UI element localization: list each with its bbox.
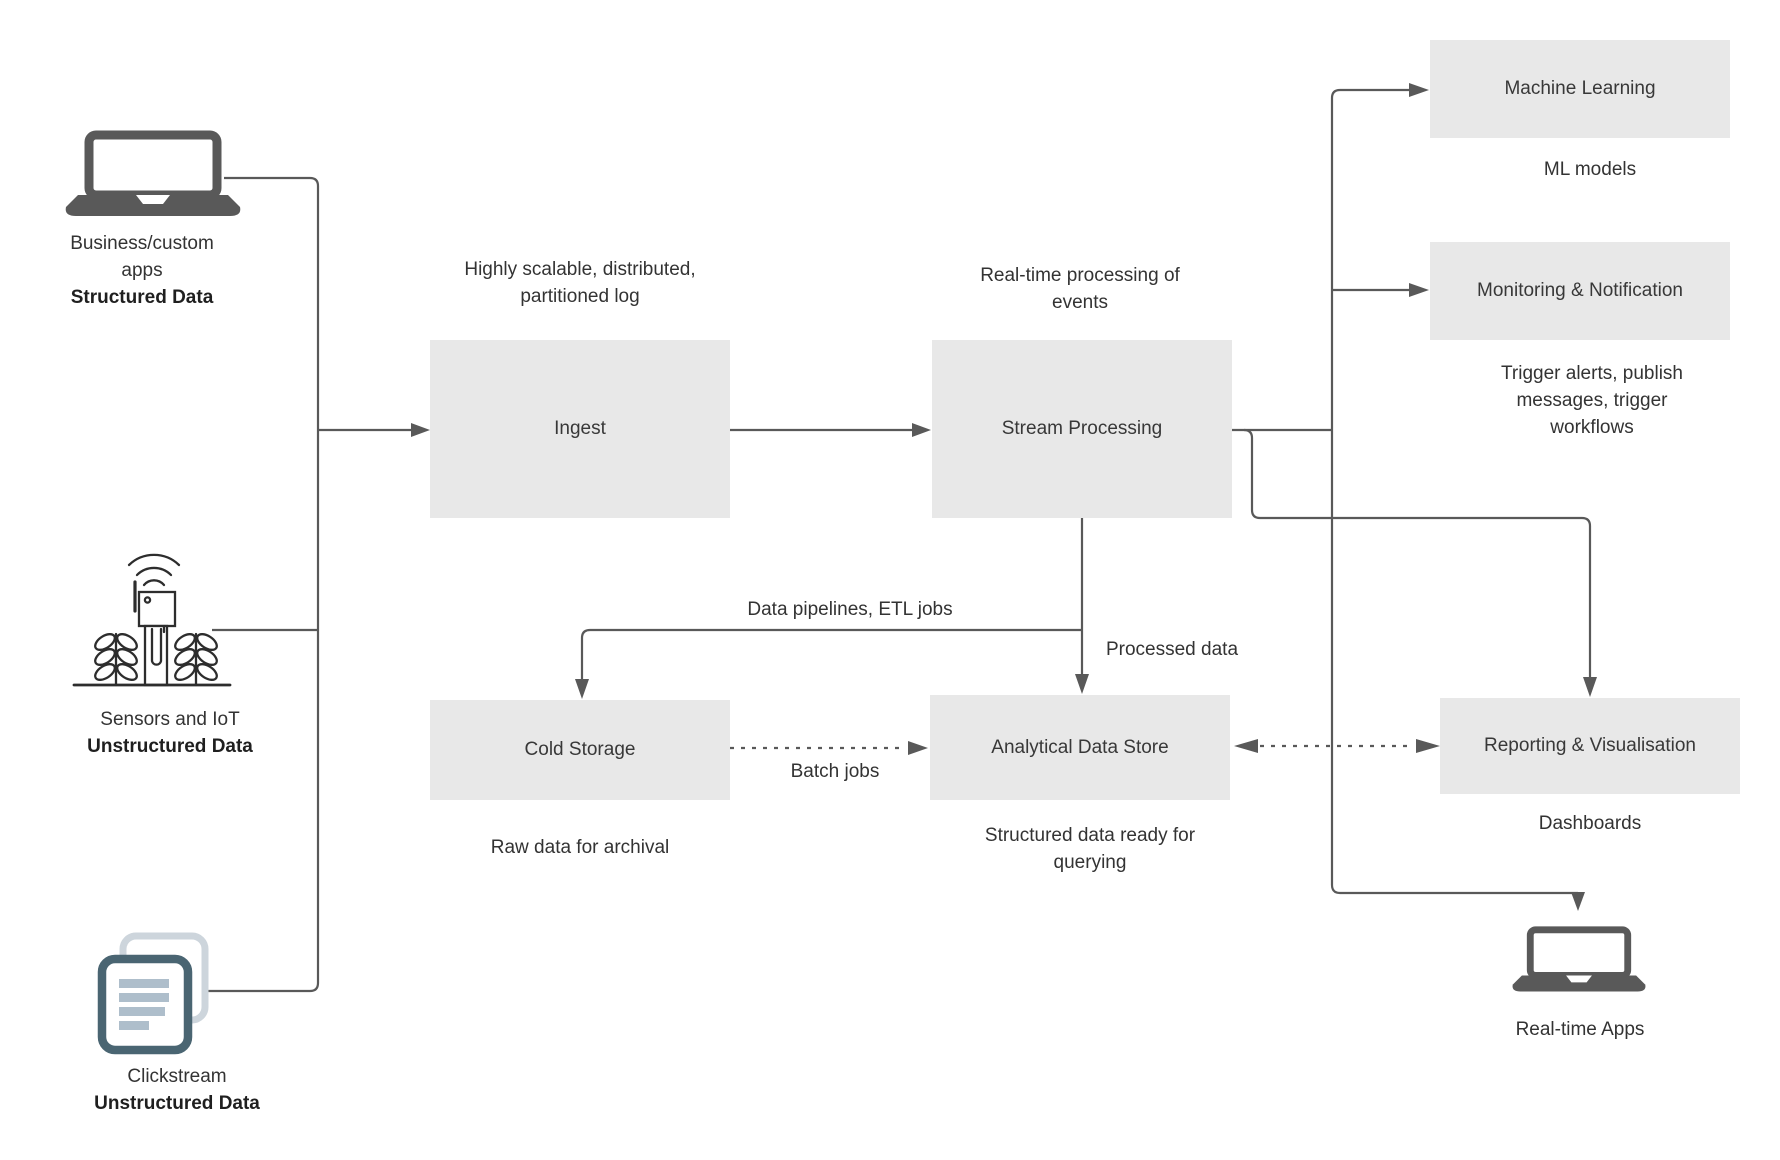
machine-learning-caption: ML models	[1543, 159, 1637, 180]
analytical-data-store-caption: Structured data ready for querying	[984, 825, 1196, 873]
monitoring-caption: Trigger alerts, publish messages, trigge…	[1501, 363, 1683, 438]
edge-sources-bus	[206, 176, 320, 993]
arrowhead	[1571, 892, 1585, 911]
arrowhead	[1409, 283, 1429, 297]
arrowhead	[908, 741, 928, 755]
laptop-icon[interactable]	[64, 130, 242, 222]
stream-processing-note: Real-time processing of events	[980, 265, 1180, 313]
iot-sensor-icon[interactable]	[72, 548, 232, 688]
node-cold-storage[interactable]: Cold Storage	[430, 700, 730, 800]
arrowhead	[1234, 739, 1258, 753]
edge-stream-ml	[1330, 88, 1409, 430]
arrowhead	[1075, 674, 1089, 694]
edge-stream-realtime	[1330, 430, 1578, 895]
node-analytical-data-store[interactable]: Analytical Data Store	[930, 695, 1230, 800]
source-sensors-iot-type: Unstructured Data	[87, 736, 253, 757]
source-clickstream-type: Unstructured Data	[94, 1093, 260, 1114]
node-stream-processing[interactable]: Stream Processing	[932, 340, 1232, 518]
arrowhead	[1409, 83, 1429, 97]
node-reporting-visualisation-label: Reporting & Visualisation	[1484, 735, 1696, 756]
source-sensors-iot-name: Sensors and IoT	[100, 709, 240, 730]
edge-label-etl: Data pipelines, ETL jobs	[747, 599, 953, 620]
source-business-apps-label: Business/custom apps Structured Data	[58, 230, 226, 311]
source-clickstream-label: Clickstream Unstructured Data	[72, 1063, 282, 1117]
node-ingest-label: Ingest	[554, 418, 606, 439]
node-cold-storage-label: Cold Storage	[524, 739, 636, 760]
source-sensors-iot-label: Sensors and IoT Unstructured Data	[70, 706, 270, 760]
arrowhead	[912, 423, 931, 437]
node-ingest[interactable]: Ingest	[430, 340, 730, 518]
sink-realtime-apps-label: Real-time Apps	[1515, 1019, 1645, 1040]
node-monitoring-notification[interactable]: Monitoring & Notification	[1430, 242, 1730, 340]
edge-label-batch-jobs: Batch jobs	[790, 761, 880, 782]
arrowhead	[411, 423, 430, 437]
arrowhead	[1583, 677, 1597, 697]
edge-stream-reporting	[1243, 428, 1592, 677]
documents-icon[interactable]	[95, 932, 213, 1056]
cold-storage-caption: Raw data for archival	[490, 837, 670, 858]
edge-label-processed-data: Processed data	[1105, 639, 1239, 660]
source-business-apps-name: Business/custom apps	[70, 233, 214, 281]
source-business-apps-type: Structured Data	[70, 287, 214, 308]
arrowhead	[575, 679, 589, 699]
source-clickstream-name: Clickstream	[127, 1066, 227, 1087]
node-stream-processing-label: Stream Processing	[1001, 418, 1163, 439]
node-machine-learning-label: Machine Learning	[1504, 78, 1656, 99]
node-analytical-data-store-label: Analytical Data Store	[991, 736, 1169, 758]
node-monitoring-notification-label: Monitoring & Notification	[1477, 280, 1683, 301]
arrowhead	[1416, 739, 1440, 753]
edge-stream-cold	[580, 628, 1082, 679]
reporting-caption: Dashboards	[1538, 813, 1642, 834]
laptop-icon[interactable]	[1512, 917, 1646, 1005]
node-machine-learning[interactable]: Machine Learning	[1430, 40, 1730, 138]
node-reporting-visualisation[interactable]: Reporting & Visualisation	[1440, 698, 1740, 794]
ingest-note: Highly scalable, distributed, partitione…	[464, 259, 696, 307]
